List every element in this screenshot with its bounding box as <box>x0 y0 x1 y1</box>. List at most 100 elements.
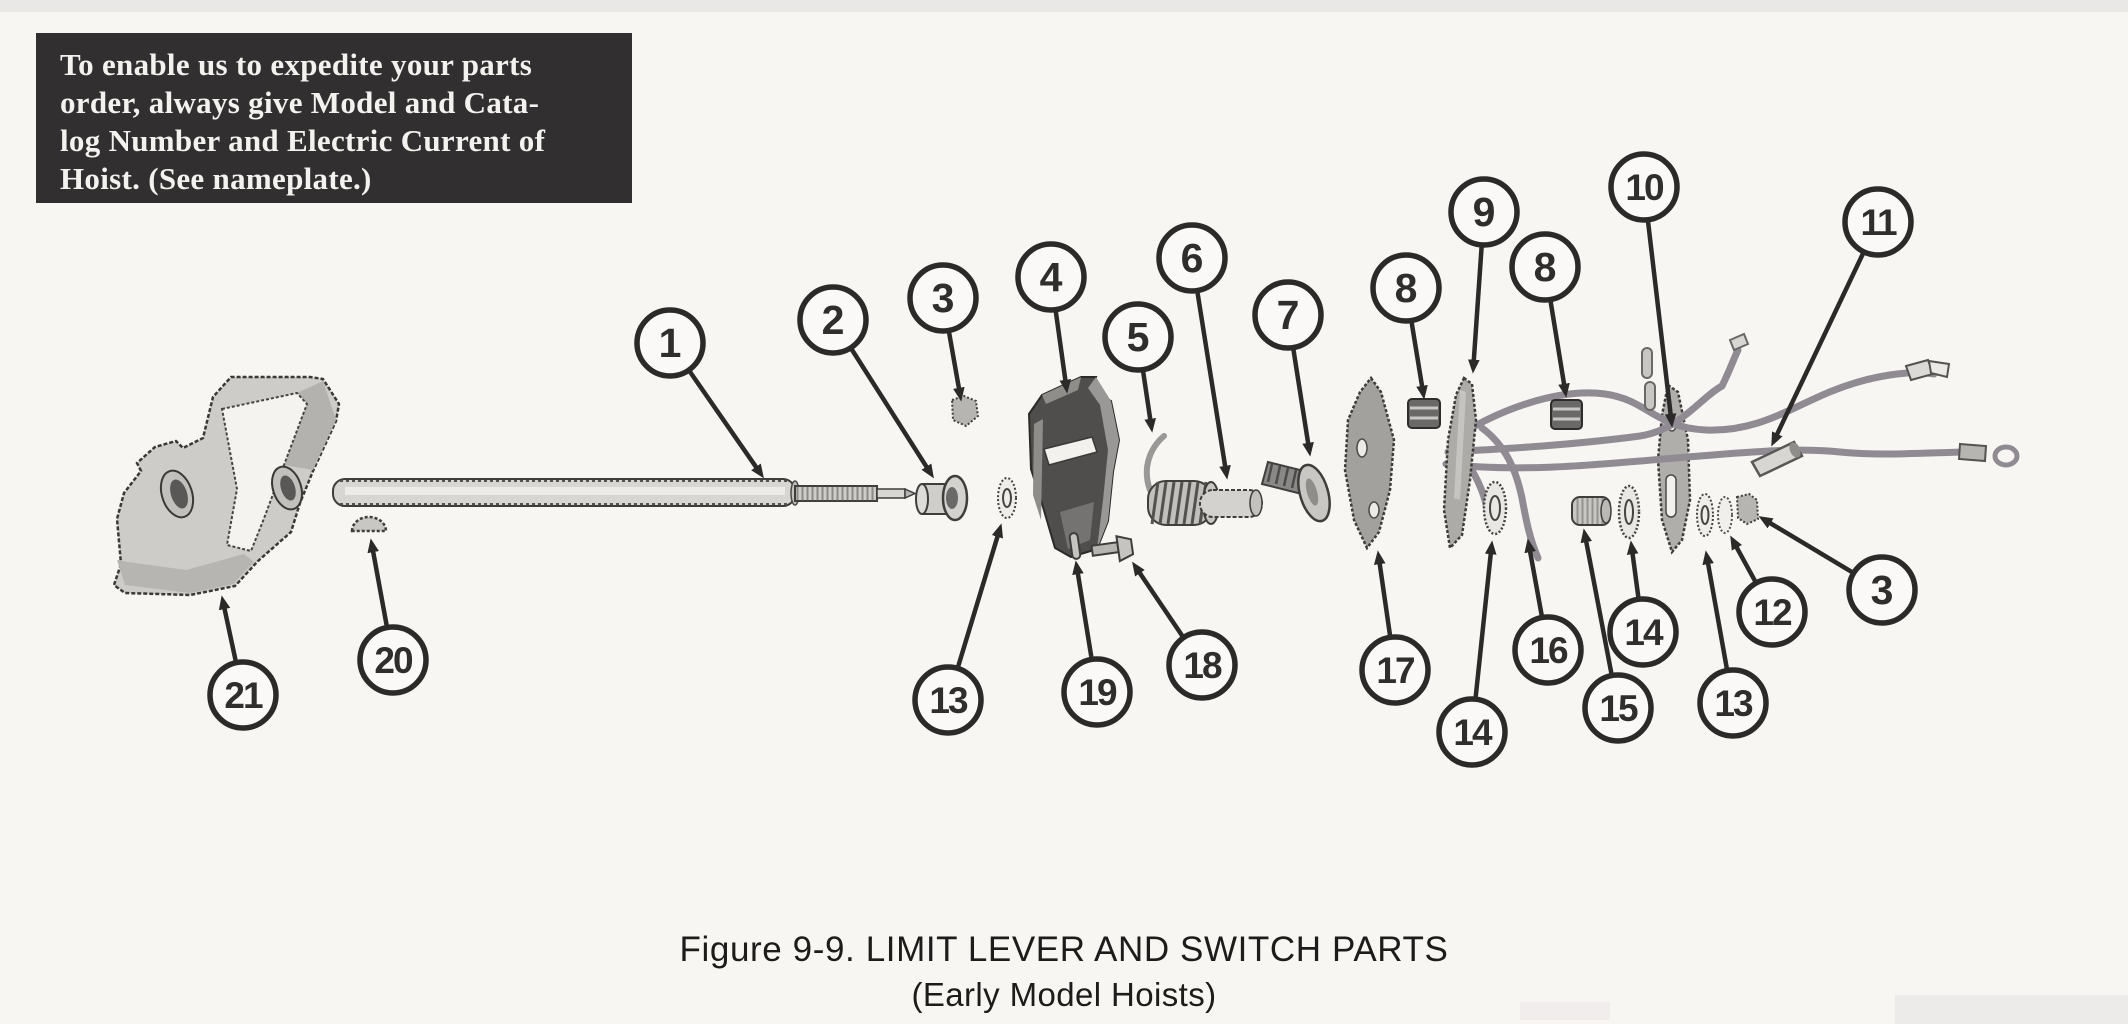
callout-circle <box>1252 279 1324 351</box>
callout-circle <box>1102 301 1174 373</box>
notice-line: To enable us to expedite your parts <box>60 47 533 82</box>
callout-number: 2 <box>822 297 845 343</box>
callout-number: 13 <box>1714 683 1753 724</box>
callout-number: 3 <box>932 275 955 321</box>
key-part-20 <box>350 515 388 533</box>
callout-leader-arrow <box>1468 246 1484 374</box>
callout-3: 3 <box>907 262 979 402</box>
callout-leader-arrow <box>1702 550 1730 669</box>
callout-11: 11 <box>1771 186 1914 447</box>
callout-number: 17 <box>1376 650 1414 691</box>
callout-3: 3 <box>1758 516 1918 626</box>
callout-13: 13 <box>1697 550 1769 739</box>
callout-circle <box>907 262 979 334</box>
callout-number: 21 <box>224 675 263 716</box>
wire-strand <box>1442 446 1968 472</box>
callout-7: 7 <box>1252 279 1324 457</box>
notice-line: order, always give Model and Cata- <box>60 85 540 120</box>
callout-5: 5 <box>1102 301 1174 433</box>
callout-number: 7 <box>1277 292 1300 338</box>
notice-line: log Number and Electric Current of <box>60 123 546 158</box>
callout-17: 17 <box>1359 550 1431 706</box>
callout-15: 15 <box>1580 528 1654 744</box>
callout-13: 13 <box>912 523 1004 736</box>
nut-part-8-right <box>1550 399 1583 430</box>
wire-terminals <box>1641 332 2020 478</box>
wire-strand <box>1448 369 1938 444</box>
callout-circle <box>634 307 706 379</box>
callout-number: 16 <box>1529 630 1568 671</box>
callout-circle <box>1512 614 1584 686</box>
nut-part-3-right <box>1735 492 1760 526</box>
callout-circle <box>1436 696 1508 768</box>
bracket-hole-left <box>170 479 188 509</box>
callout-leader-arrow <box>946 332 965 402</box>
callout-circle <box>797 284 869 356</box>
callout-circle <box>912 664 984 736</box>
bracket-hole-right <box>280 475 296 501</box>
callout-circle <box>1448 176 1520 248</box>
nut-part-8-left <box>1407 398 1441 429</box>
callout-number: 11 <box>1860 202 1897 243</box>
callout-leader-arrow <box>367 538 389 626</box>
pointer-plate-part-17 <box>1343 375 1396 551</box>
scan-smudge-2 <box>1520 1002 1610 1020</box>
callout-circle <box>1736 576 1808 648</box>
callout-number: 12 <box>1753 592 1792 633</box>
callout-circle <box>1608 151 1680 223</box>
callout-number: 8 <box>1534 244 1557 290</box>
figure-caption: Figure 9-9. LIMIT LEVER AND SWITCH PARTS… <box>0 930 2128 1014</box>
callout-12: 12 <box>1730 535 1808 648</box>
notice-line: Hoist. (See nameplate.) <box>60 161 372 196</box>
callout-circle <box>1359 634 1431 706</box>
callout-leader-arrow <box>849 348 934 479</box>
callout-number: 4 <box>1040 254 1063 300</box>
scan-smudge <box>1895 995 2128 1024</box>
bushing-part-2 <box>915 474 969 522</box>
callout-number: 6 <box>1181 235 1204 281</box>
callout-leader-arrow <box>1072 560 1094 658</box>
callout-16: 16 <box>1512 538 1584 686</box>
callout-20: 20 <box>357 538 429 696</box>
scan-edge-band <box>0 0 2128 12</box>
callout-circle <box>1370 252 1442 324</box>
washer-part-14-right <box>1617 484 1641 540</box>
wire-strand <box>1444 346 1742 456</box>
washer-part-14-left <box>1482 480 1508 536</box>
callout-circle <box>1582 672 1654 744</box>
callout-leader-arrow <box>1524 538 1544 616</box>
callout-leader-arrow <box>955 523 1004 668</box>
callout-leader-arrow <box>1758 516 1854 574</box>
callout-leader-arrow <box>218 595 238 662</box>
callout-circle <box>1842 186 1914 258</box>
callout-2: 2 <box>797 284 934 479</box>
washer-part-13-right <box>1696 493 1714 537</box>
callout-leader-arrow <box>1053 311 1072 394</box>
callout-21: 21 <box>207 595 279 731</box>
insulator-part-15 <box>1571 496 1612 526</box>
callout-circle <box>357 624 429 696</box>
callout-leader-arrow <box>1730 535 1758 583</box>
callout-number: 10 <box>1625 167 1664 208</box>
callout-14: 14 <box>1607 540 1679 668</box>
callout-9: 9 <box>1448 176 1520 374</box>
callout-4: 4 <box>1015 241 1087 394</box>
callout-circle <box>1697 667 1769 739</box>
callout-8: 8 <box>1370 252 1442 400</box>
nut-part-3-upper <box>950 394 980 428</box>
callout-circle <box>1846 554 1918 626</box>
callout-circle <box>1166 629 1238 701</box>
callout-number: 13 <box>929 680 968 721</box>
washer-part-12 <box>1717 496 1733 534</box>
pin-part-19 <box>1068 532 1082 560</box>
callout-circle <box>207 659 279 731</box>
callout-10: 10 <box>1608 151 1680 428</box>
callout-leader-arrow <box>1771 252 1866 447</box>
callout-leader-arrow <box>1291 349 1314 457</box>
roller-part-6 <box>1199 489 1263 518</box>
callout-circle <box>1061 656 1133 728</box>
lever-bracket-part-4 <box>1027 376 1121 559</box>
callout-number: 9 <box>1473 189 1496 235</box>
